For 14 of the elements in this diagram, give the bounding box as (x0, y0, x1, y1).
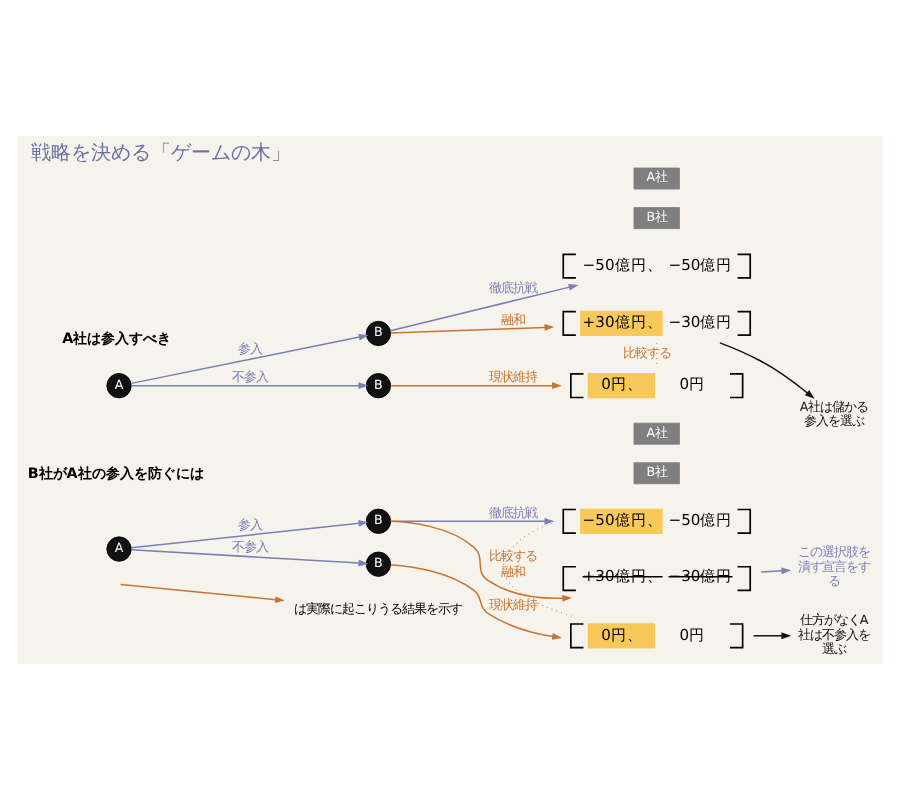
arrow (760, 567, 792, 575)
arrow (130, 382, 369, 390)
arrow (390, 324, 555, 334)
arrow (389, 283, 579, 332)
arrow (390, 382, 562, 390)
arrow (389, 520, 573, 602)
arrow (130, 519, 369, 549)
arrow (719, 342, 815, 399)
arrow (752, 632, 792, 640)
diagram-title: 戦略を決める「ゲームの木」 (31, 142, 292, 165)
arrow (130, 333, 369, 385)
connector (503, 522, 573, 617)
arrow (389, 563, 562, 640)
arrow (130, 548, 369, 567)
